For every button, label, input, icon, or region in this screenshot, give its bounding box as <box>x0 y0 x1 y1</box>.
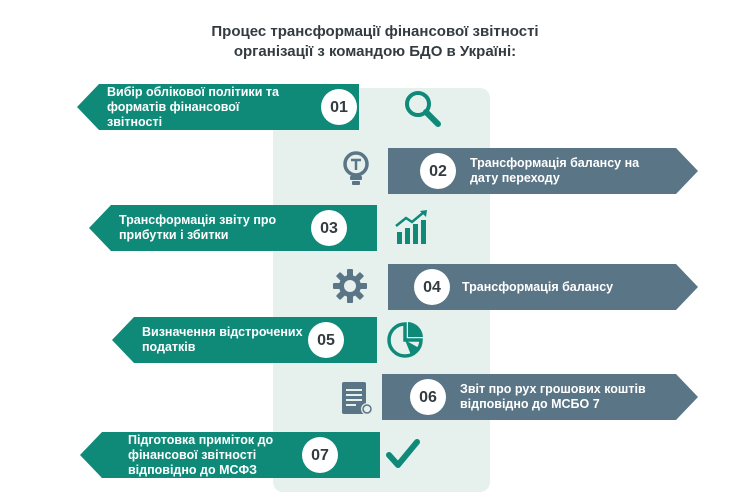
step-01-number: 01 <box>321 89 357 125</box>
step-07-number: 07 <box>302 437 338 473</box>
pie-chart-icon <box>385 320 425 360</box>
step-04-number: 04 <box>414 269 450 305</box>
title-line-2: організації з командою БДО в Україні: <box>233 43 517 60</box>
step-04-label: Трансформація балансу <box>462 279 614 294</box>
step-06-number: 06 <box>410 379 446 415</box>
page-title: Процес трансформації фінансової звітност… <box>0 22 750 62</box>
step-07-arrow: Підготовка приміток до фінансової звітно… <box>80 432 380 478</box>
step-07-label: Підготовка приміток до фінансової звітно… <box>128 432 274 477</box>
document-icon <box>336 378 376 418</box>
step-01-arrow: Вибір облікової політики та форматів фін… <box>77 84 359 130</box>
step-06-arrow: 06 Звіт про рух грошових коштів відповід… <box>382 374 698 420</box>
step-05-label: Визначення відстрочених податків <box>142 325 303 354</box>
step-03-label: Трансформація звіту про прибутки і збитк… <box>119 213 277 242</box>
step-05-arrow: Визначення відстрочених податків 05 <box>112 317 377 363</box>
step-06-label: Звіт про рух грошових коштів відповідно … <box>460 382 646 411</box>
step-04-arrow: 04 Трансформація балансу <box>388 264 698 310</box>
search-icon <box>402 88 442 128</box>
growth-chart-icon <box>392 208 432 248</box>
title-line-1: Процес трансформації фінансової звітност… <box>211 23 539 40</box>
step-01-label: Вибір облікової політики та форматів фін… <box>107 84 279 129</box>
step-03-arrow: Трансформація звіту про прибутки і збитк… <box>89 205 377 251</box>
step-02-label: Трансформація балансу на дату переходу <box>470 156 640 185</box>
step-05-number: 05 <box>308 322 344 358</box>
step-02-arrow: 02 Трансформація балансу на дату переход… <box>388 148 698 194</box>
step-02-number: 02 <box>420 153 456 189</box>
checkmark-icon <box>383 434 423 474</box>
gear-icon <box>330 266 370 306</box>
lightbulb-icon <box>336 148 376 188</box>
step-03-number: 03 <box>311 210 347 246</box>
